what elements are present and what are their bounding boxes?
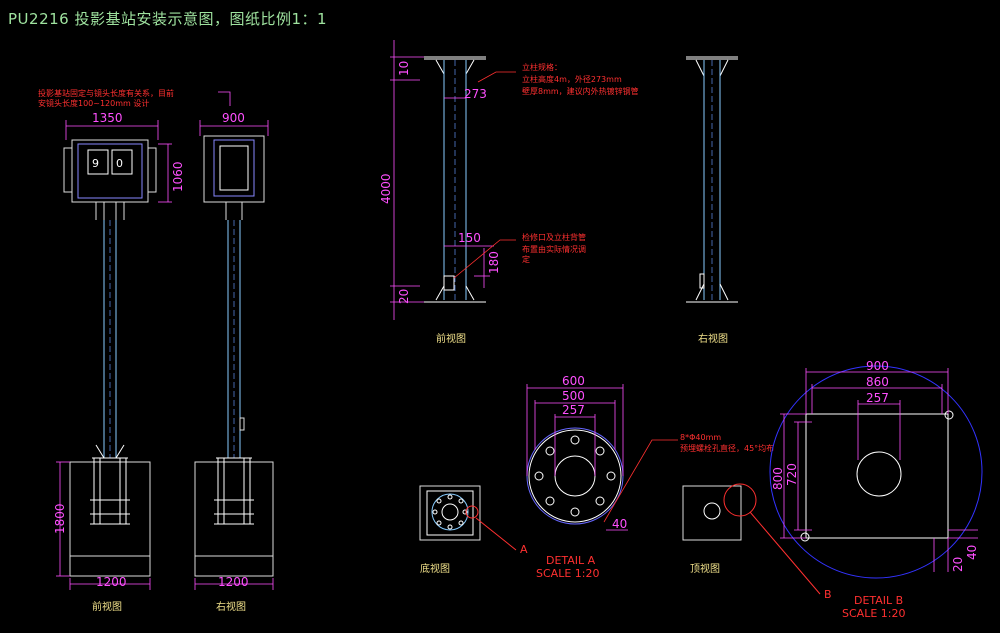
detail-b-title: DETAIL B: [854, 594, 903, 607]
dim-1800: 1800: [53, 503, 67, 534]
note-bolt-line2: 预埋螺栓孔直径，45°均布: [680, 443, 774, 453]
dim-10: 10: [397, 61, 411, 76]
label-right-view-pole: 右视图: [698, 332, 728, 345]
dim-4000: 4000: [379, 173, 393, 204]
svg-text:9: 9: [92, 157, 99, 170]
bolt-leader-line: [603, 439, 678, 523]
dim-860: 860: [866, 375, 889, 389]
svg-text:0: 0: [116, 157, 123, 170]
detail-a-dimensions: [526, 384, 628, 531]
dim-20-b: 20: [951, 557, 965, 572]
note-projector-line2: 安镜头长度100~120mm 设计: [38, 98, 149, 108]
dim-20: 20: [397, 289, 411, 304]
pole-front-dimensions: [390, 40, 494, 320]
detail-b-scale: SCALE 1:20: [842, 607, 905, 620]
label-front-view-pole: 前视图: [436, 332, 466, 345]
note-access-hole-line2: 布置由实际情况调: [522, 244, 586, 254]
front-assembly-view: 9 0: [63, 139, 157, 577]
note-pole-spec-line1: 立柱规格：: [522, 62, 562, 72]
dim-180: 180: [487, 251, 501, 274]
bottom-view: [419, 485, 517, 551]
label-front-view-small: 前视图: [92, 600, 122, 613]
dim-900-plate: 900: [866, 359, 889, 373]
detail-a-scale: SCALE 1:20: [536, 567, 599, 580]
detail-a-title: DETAIL A: [546, 554, 596, 567]
dim-40-b: 40: [965, 545, 979, 560]
detail-a-flange: [526, 427, 624, 525]
dim-720: 720: [785, 463, 799, 486]
detail-b-dimensions: [780, 368, 978, 572]
dim-273: 273: [464, 87, 487, 101]
note-access-hole-line1: 检修口及立柱背管: [522, 232, 586, 242]
label-right-view-small: 右视图: [216, 600, 246, 613]
drawing-title: PU2216 投影基站安装示意图，图纸比例1：1: [8, 10, 328, 28]
note-bolt-line1: 8*Φ40mm: [680, 433, 721, 442]
note-pole-spec-line3: 壁厚8mm，建议内外热镀锌钢管: [522, 86, 639, 96]
dim-150: 150: [458, 231, 481, 245]
note-pole-spec-line2: 立柱高度4m，外径273mm: [522, 74, 622, 84]
pole-right-view: [686, 56, 738, 303]
dim-1200-right: 1200: [218, 575, 249, 589]
detail-b-marker: B: [824, 588, 832, 601]
dim-257-a: 257: [562, 403, 585, 417]
dim-800: 800: [771, 467, 785, 490]
note-projector-line1: 投影基站固定与镜头长度有关系，目前: [38, 88, 174, 98]
dim-1350: 1350: [92, 111, 123, 125]
label-top-view: 顶视图: [690, 562, 720, 575]
label-bottom-view: 底视图: [420, 562, 450, 575]
dim-1200-front: 1200: [96, 575, 127, 589]
detail-b-plate: [769, 365, 983, 579]
note-access-hole-line3: 定: [522, 254, 530, 264]
pole-leader-lines: [453, 71, 516, 279]
dim-900-side: 900: [222, 111, 245, 125]
pole-front-view: [424, 56, 486, 303]
right-assembly-view: [194, 135, 274, 577]
dim-257-b: 257: [866, 391, 889, 405]
dim-500: 500: [562, 389, 585, 403]
top-view: [682, 483, 821, 595]
dim-1060: 1060: [171, 161, 185, 192]
dim-40-a: 40: [612, 517, 627, 531]
left-dimensions: [56, 91, 274, 590]
dim-600: 600: [562, 374, 585, 388]
detail-a-marker: A: [520, 543, 528, 556]
